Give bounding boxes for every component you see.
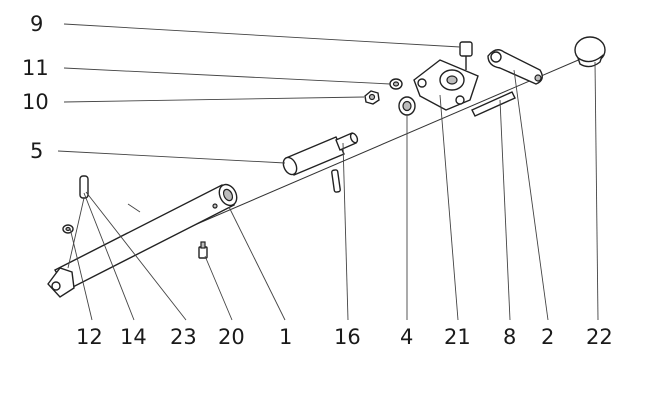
part-22-knob	[574, 36, 606, 68]
part-4-bushing	[398, 96, 416, 116]
label-14: 14	[120, 325, 147, 349]
label-21: 21	[444, 325, 471, 349]
label-22: 22	[586, 325, 613, 349]
part-16-roll-pin	[331, 169, 341, 193]
label-20: 20	[218, 325, 245, 349]
label-9: 9	[30, 12, 43, 36]
part-9-bolt	[459, 41, 473, 70]
tube-end-fork	[47, 267, 75, 298]
part-2-lever	[487, 49, 543, 85]
part-5-shaft	[282, 132, 359, 176]
label-4: 4	[400, 325, 413, 349]
label-23: 23	[170, 325, 197, 349]
label-16: 16	[334, 325, 361, 349]
part-1-main-tube	[54, 183, 238, 291]
label-2: 2	[541, 325, 554, 349]
part-12-washer	[62, 224, 74, 234]
part-8-long-pin	[471, 91, 516, 117]
leader-lines	[57, 23, 599, 321]
label-8: 8	[503, 325, 516, 349]
label-5: 5	[30, 139, 43, 163]
label-12: 12	[76, 325, 103, 349]
part-10-nut	[364, 90, 380, 105]
label-1: 1	[279, 325, 292, 349]
part-11-washer	[389, 78, 403, 90]
part-23-wire	[127, 203, 141, 213]
part-21-bracket	[413, 59, 479, 111]
label-11: 11	[22, 56, 49, 80]
part-20-grease-nipple	[198, 241, 208, 259]
label-10: 10	[22, 90, 49, 114]
